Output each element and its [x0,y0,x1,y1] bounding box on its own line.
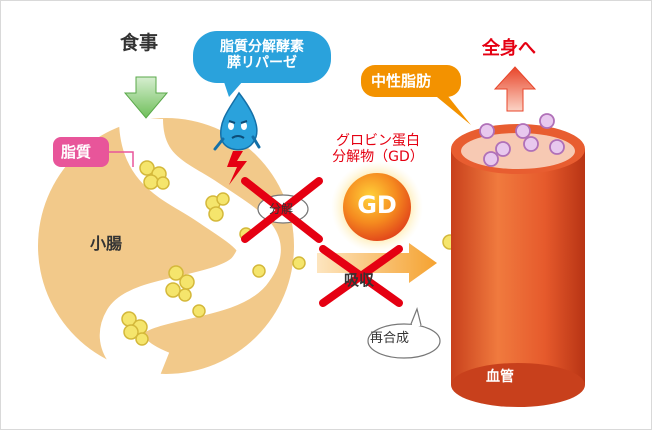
lipase-character-icon [213,91,261,151]
breakdown-label: 分解 [269,202,294,216]
lipase-label: 脂質分解酵素 膵リパーゼ [197,39,327,71]
neutral-fat-label: 中性脂肪 [371,72,432,90]
fat-badge [53,137,109,167]
blood-vessel-shape [451,124,585,407]
lightning-icon [227,151,247,185]
gd-name-line1: グロビン蛋白 [336,133,420,149]
intestine-lumen [99,117,281,394]
resynthesis-bubble [367,307,441,359]
neutral-fat-droplets [479,113,565,167]
to-body-arrow [493,66,537,112]
lipase-label-line2: 膵リパーゼ [227,55,297,72]
neutral-fat-badge [361,65,471,125]
gd-logo-label: GD [357,191,397,219]
small-intestine-shape [38,118,294,374]
gd-logo-icon [343,173,411,241]
lipase-speech-bubble [193,31,331,97]
food-arrow [123,76,169,119]
fat-pointer-line [109,151,134,167]
gd-name-label: グロビン蛋白 分解物（GD） [325,133,431,165]
lipase-label-line1: 脂質分解酵素 [220,39,304,55]
fat-label: 脂質 [61,143,92,161]
blood-vessel-label: 血管 [486,369,514,385]
cross-mark-absorption-icon [319,245,403,307]
food-label: 食事 [120,32,159,54]
absorption-label: 吸収 [344,271,375,289]
small-intestine-label: 小腸 [90,234,123,253]
gd-name-line2: 分解物（GD） [332,149,424,166]
to-whole-body-label: 全身へ [482,38,536,59]
resynthesis-label: 再合成 [370,331,410,346]
cross-mark-breakdown-icon [241,177,323,243]
